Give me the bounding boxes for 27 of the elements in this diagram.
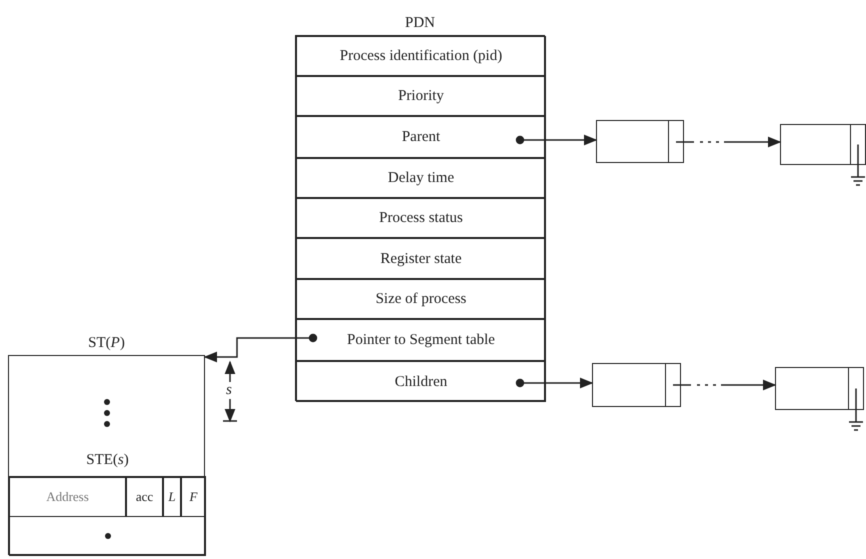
field-row: Delay time: [296, 158, 546, 198]
pointer-arrow: [204, 334, 318, 362]
table-title: ST(P): [87, 334, 126, 352]
table-title: PDN: [404, 14, 436, 32]
table-row: [9, 516, 206, 556]
list-node-box: [592, 363, 681, 407]
field-row: Pointer to Segment table: [296, 319, 546, 361]
pointer-arrow: [673, 380, 776, 390]
pointer-arrow: [676, 136, 782, 148]
field-row: Process identification (pid): [296, 36, 546, 76]
field-cell: L: [163, 477, 181, 517]
field-cell: Address: [9, 477, 126, 517]
field-row: Parent: [296, 116, 546, 158]
field-row: Priority: [296, 76, 546, 116]
field-row: Children: [296, 361, 546, 402]
field-row: Process status: [296, 198, 546, 238]
field-cell: acc: [126, 477, 163, 517]
pointer-arrow: [516, 134, 598, 146]
field-row: Register state: [296, 238, 546, 279]
list-node-box: [596, 120, 684, 163]
table-title: STE(s): [85, 451, 130, 469]
pointer-arrow: [516, 378, 594, 388]
field-cell: F: [181, 477, 206, 517]
dimension-label: s: [224, 382, 234, 399]
field-row: Size of process: [296, 279, 546, 319]
list-node-box: [780, 124, 866, 165]
list-node-box: [775, 367, 864, 410]
